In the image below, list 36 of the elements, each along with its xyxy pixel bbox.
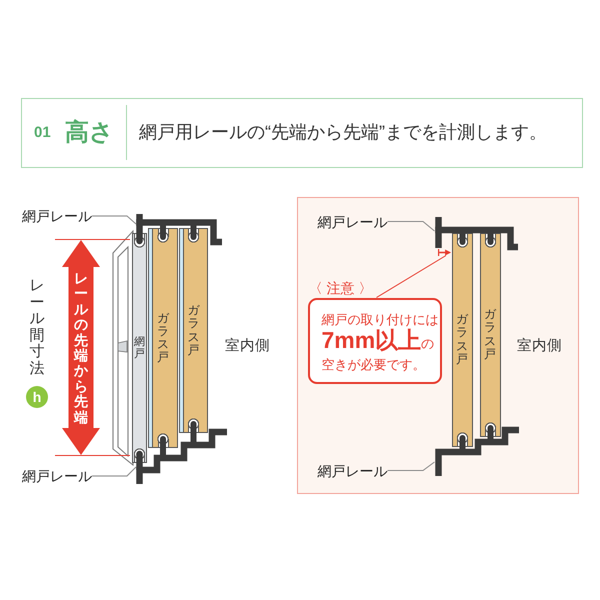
side-label: 室内側 [225, 337, 270, 355]
glass-door-panel [452, 232, 472, 446]
panel-label: ガラス戸 [188, 304, 200, 357]
dimension-symbol: h [26, 386, 48, 408]
rail-label: 網戸レール [22, 467, 92, 485]
header-banner [21, 98, 583, 168]
section-heading: 高さ [65, 118, 114, 148]
leader-line [92, 216, 136, 224]
highlight-panel [297, 197, 579, 494]
instruction-text: 網戸用レールの“先端から先端”までを計測します。 [139, 120, 547, 144]
leader-line [387, 221, 435, 232]
rail-label: 網戸レール [22, 207, 92, 225]
dimension-text: レールの先端から先端 [74, 271, 88, 425]
glass-door-panel [148, 228, 178, 448]
rail-profile [136, 421, 227, 484]
rail-profile [434, 424, 518, 476]
callout-text: 網戸の取り付けには7mm以上の空きが必要です。 [322, 310, 440, 374]
panel-label: ガラス戸 [484, 308, 496, 361]
panel-label: 網戸 [134, 336, 145, 360]
leader-line [92, 466, 136, 476]
rail-label: 網戸レール [318, 462, 388, 480]
gap-dimension-mark [438, 248, 452, 256]
leader-line [387, 462, 435, 471]
rail-label: 網戸レール [318, 212, 388, 230]
glass-door-panel [179, 228, 208, 433]
screen-door-panel [132, 233, 147, 463]
glass-door-panel [480, 232, 500, 436]
dimension-label: レール間寸法 [30, 278, 44, 377]
rail-profile [434, 216, 518, 250]
side-label: 室内側 [517, 337, 562, 355]
panel-label: ガラス戸 [456, 313, 468, 366]
step-number: 01 [34, 122, 51, 142]
leader-line [376, 255, 446, 298]
callout-heading: 〈 注意 〉 [308, 278, 372, 296]
rail-profile [136, 214, 222, 246]
panel-label: ガラス戸 [157, 312, 169, 364]
